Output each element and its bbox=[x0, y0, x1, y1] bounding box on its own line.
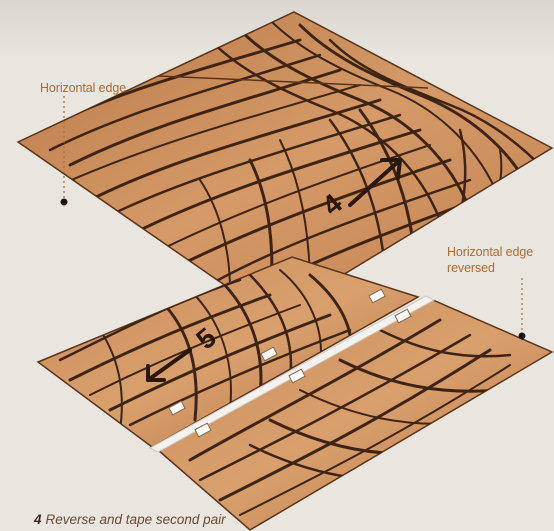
horizontal-edge-label: Horizontal edge bbox=[40, 80, 126, 96]
bottom-veneer-pair: 5 bbox=[38, 257, 552, 530]
right-edge-dot bbox=[519, 333, 526, 340]
left-edge-dot bbox=[61, 199, 68, 206]
figure-caption: 4 Reverse and tape second pair bbox=[34, 512, 226, 527]
reversed-label-line1: Horizontal edge bbox=[447, 244, 554, 260]
horizontal-edge-reversed-label: Horizontal edge reversed bbox=[447, 244, 554, 276]
caption-text: Reverse and tape second pair bbox=[46, 512, 226, 527]
caption-step-number: 4 bbox=[34, 512, 42, 527]
reversed-label-line2: reversed bbox=[447, 260, 554, 276]
